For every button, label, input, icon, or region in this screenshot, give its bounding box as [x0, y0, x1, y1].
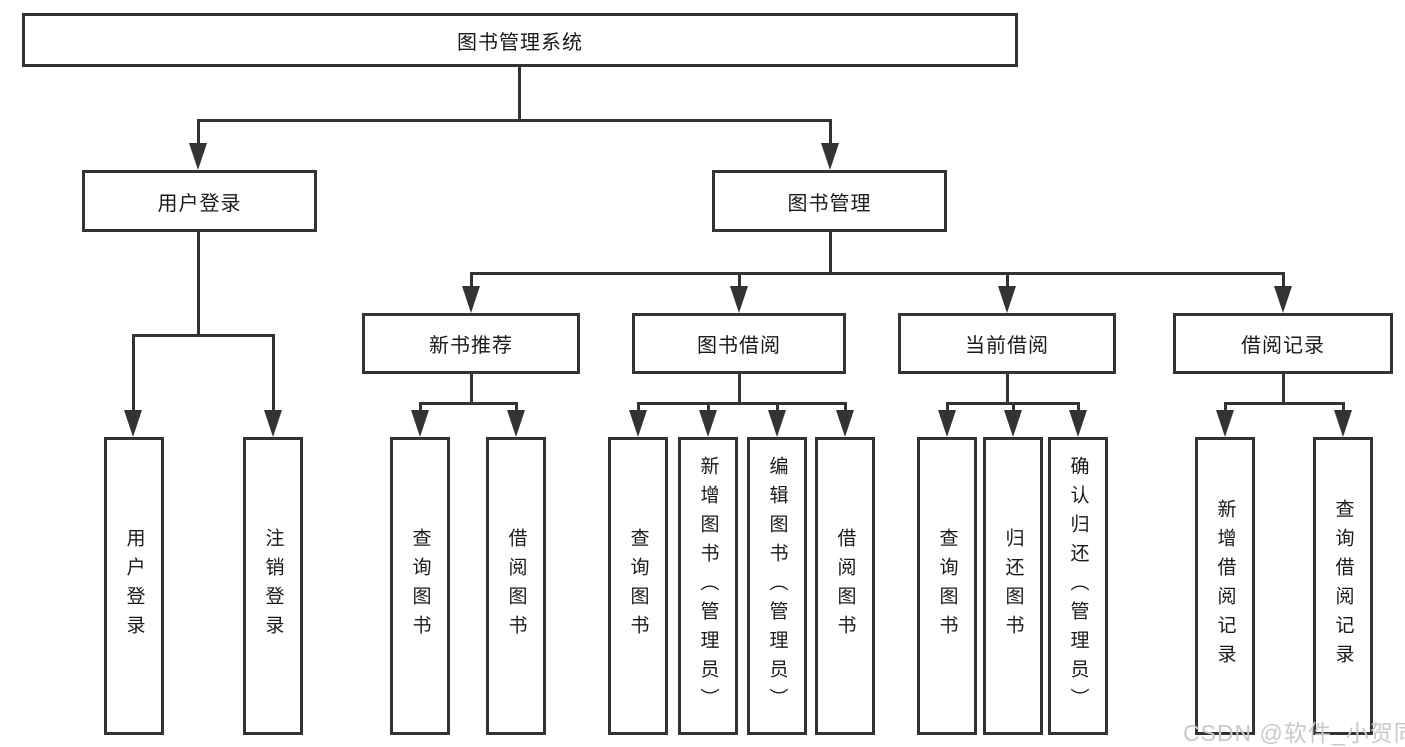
arrowhead-down-icon — [507, 410, 525, 437]
arrowhead-down-icon — [1004, 410, 1022, 437]
leaf-query-borrow-record: 查询借阅记录 — [1313, 437, 1373, 735]
connector-line — [1282, 374, 1285, 404]
leaf-add-books-admin: 新增图书（管理员） — [678, 437, 738, 735]
node-book-borrow: 图书借阅 — [632, 313, 846, 374]
connector-line — [419, 402, 422, 412]
connector-line — [844, 402, 847, 412]
leaf-query-books-recommend: 查询图书 — [390, 437, 450, 735]
leaf-add-borrow-record: 新增借阅记录 — [1195, 437, 1255, 735]
leaf-return-books: 归还图书 — [983, 437, 1043, 735]
leaf-edit-books-admin: 编辑图书（管理员） — [747, 437, 807, 735]
leaf-query-books-borrow: 查询图书 — [608, 437, 668, 735]
arrowhead-down-icon — [730, 286, 748, 313]
connector-line — [637, 402, 640, 412]
leaf-label: 确认归还（管理员） — [1067, 455, 1089, 717]
leaf-label: 用户登录 — [123, 528, 145, 644]
leaf-label: 借阅图书 — [834, 528, 856, 644]
arrowhead-down-icon — [629, 410, 647, 437]
arrowhead-down-icon — [938, 410, 956, 437]
node-borrow-record: 借阅记录 — [1173, 313, 1393, 374]
node-label: 图书借阅 — [697, 335, 781, 357]
node-label: 当前借阅 — [965, 335, 1049, 357]
arrowhead-down-icon — [1274, 286, 1292, 313]
connector-line — [197, 119, 200, 146]
connector-line — [470, 272, 473, 288]
arrowhead-down-icon — [189, 143, 207, 170]
leaf-label: 归还图书 — [1002, 528, 1024, 644]
arrowhead-down-icon — [124, 410, 142, 437]
csdn-watermark: CSDN @软件_小贺同学 — [1183, 720, 1405, 746]
connector-line — [1012, 402, 1015, 412]
connector-line — [829, 232, 832, 274]
leaf-user-login: 用户登录 — [104, 437, 164, 735]
arrowhead-down-icon — [836, 410, 854, 437]
connector-line — [738, 272, 741, 288]
node-user-login: 用户登录 — [82, 170, 317, 232]
leaf-label: 查询图书 — [936, 528, 958, 644]
arrowhead-down-icon — [699, 410, 717, 437]
node-label: 借阅记录 — [1241, 335, 1325, 357]
leaf-label: 查询图书 — [409, 528, 431, 644]
arrowhead-down-icon — [768, 410, 786, 437]
connector-line — [518, 67, 521, 121]
leaf-label: 查询图书 — [627, 528, 649, 644]
leaf-label: 编辑图书（管理员） — [766, 455, 788, 717]
connector-line — [197, 119, 831, 122]
leaf-label: 新增借阅记录 — [1214, 499, 1236, 673]
leaf-logout: 注销登录 — [243, 437, 303, 735]
arrowhead-down-icon — [1216, 410, 1234, 437]
node-label: 用户登录 — [157, 192, 242, 215]
leaf-label: 查询借阅记录 — [1332, 499, 1354, 673]
connector-line — [946, 402, 949, 412]
connector-line — [1006, 374, 1009, 404]
connector-line — [829, 119, 832, 146]
connector-line — [776, 402, 779, 412]
leaf-borrow-books-recommend: 借阅图书 — [486, 437, 546, 735]
arrowhead-down-icon — [821, 143, 839, 170]
connector-line — [738, 374, 741, 404]
node-new-book-recommend: 新书推荐 — [362, 313, 580, 374]
leaf-query-books-current: 查询图书 — [917, 437, 977, 735]
connector-line — [1224, 402, 1344, 405]
connector-line — [707, 402, 710, 412]
leaf-label: 借阅图书 — [505, 528, 527, 644]
node-label: 图书管理系统 — [457, 31, 583, 54]
node-label: 新书推荐 — [429, 335, 513, 357]
connector-line — [419, 402, 517, 405]
connector-line — [637, 402, 846, 405]
leaf-confirm-return-admin: 确认归还（管理员） — [1048, 437, 1108, 735]
connector-line — [1342, 402, 1345, 412]
leaf-label: 新增图书（管理员） — [697, 455, 719, 717]
leaf-borrow-books: 借阅图书 — [815, 437, 875, 735]
node-book-management: 图书管理 — [712, 170, 947, 232]
connector-line — [1282, 272, 1285, 288]
connector-line — [132, 334, 275, 337]
arrowhead-down-icon — [1069, 410, 1087, 437]
arrowhead-down-icon — [411, 410, 429, 437]
connector-line — [470, 272, 1284, 275]
node-label: 图书管理 — [787, 192, 872, 215]
connector-line — [470, 374, 473, 404]
connector-line — [1006, 272, 1009, 288]
connector-line — [1224, 402, 1227, 412]
connector-line — [132, 334, 135, 412]
leaf-label: 注销登录 — [262, 528, 284, 644]
node-current-borrow: 当前借阅 — [898, 313, 1116, 374]
node-root-system: 图书管理系统 — [22, 13, 1018, 67]
arrowhead-down-icon — [264, 410, 282, 437]
connector-line — [272, 334, 275, 412]
arrowhead-down-icon — [462, 286, 480, 313]
connector-line — [1077, 402, 1080, 412]
arrowhead-down-icon — [1334, 410, 1352, 437]
connector-line — [197, 232, 200, 336]
arrowhead-down-icon — [998, 286, 1016, 313]
connector-line — [515, 402, 518, 412]
